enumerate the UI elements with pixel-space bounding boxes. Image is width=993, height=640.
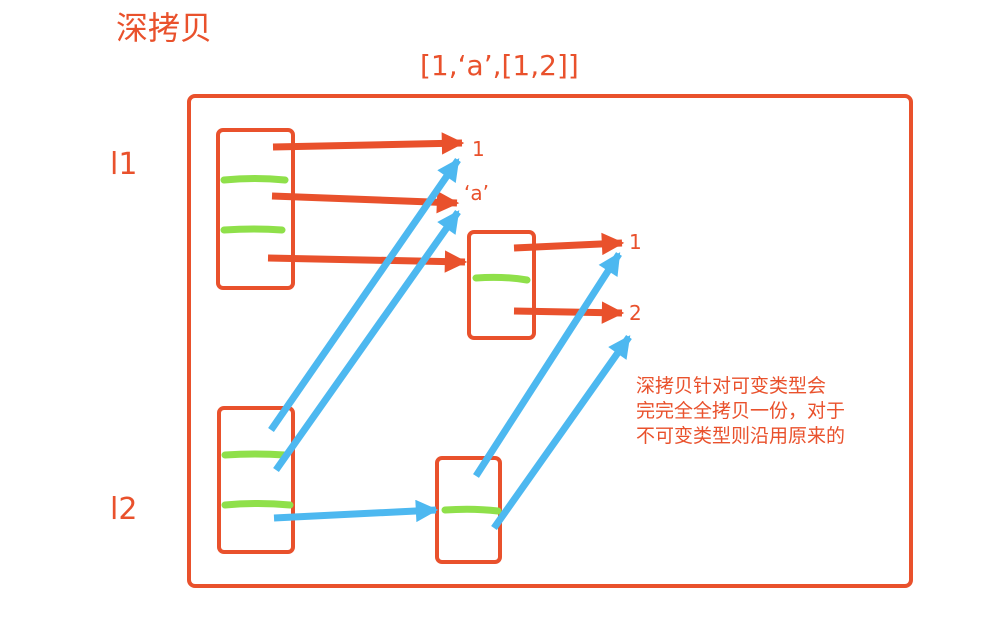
note-line-2: 完完全全拷贝一份，对于 <box>636 400 846 422</box>
note-line-3: 不可变类型则沿用原来的 <box>636 425 846 447</box>
l1-list-box <box>216 128 295 290</box>
l2-arrow-to-1 <box>268 158 461 432</box>
memory-frame <box>187 94 913 588</box>
variable-l1-label: l1 <box>110 147 138 182</box>
value-a-label: ‘a’ <box>464 181 489 205</box>
inner-value-2-label: 2 <box>629 301 642 325</box>
l2-arrow-to-copied-list <box>273 499 439 523</box>
l2-arrow-to-a <box>273 209 461 473</box>
page-title: 深拷贝 <box>116 9 213 47</box>
l1-inner-arrow-to-1 <box>513 232 625 256</box>
l2-inner-arrow-to-2 <box>491 334 632 531</box>
list-literal-label: [1,‘a’,[1,2]] <box>420 49 579 82</box>
l2-inner-slot-mark <box>441 505 502 515</box>
l1-inner-slot-mark <box>472 273 531 284</box>
note-line-1: 深拷贝针对可变类型会 <box>636 375 827 397</box>
l2-inner-arrow-to-1 <box>473 252 622 478</box>
inner-value-1-label: 1 <box>629 230 642 254</box>
l1-slot-mark-1 <box>220 175 289 184</box>
l1-slot-mark-2 <box>220 225 286 234</box>
l2-list-box <box>217 406 295 554</box>
value-1-label: 1 <box>472 137 485 161</box>
l2-slot-mark-2 <box>221 500 294 509</box>
deepcopy-note: 深拷贝针对可变类型会 完完全全拷贝一份，对于 不可变类型则沿用原来的 <box>636 374 845 449</box>
l1-arrow-to-1 <box>272 132 465 155</box>
l1-inner-arrow-to-2 <box>513 301 625 324</box>
l2-slot-mark-1 <box>221 450 289 459</box>
variable-l2-label: l2 <box>110 492 138 527</box>
l1-inner-list-box <box>467 230 536 340</box>
l1-arrow-to-inner-list <box>267 250 468 273</box>
